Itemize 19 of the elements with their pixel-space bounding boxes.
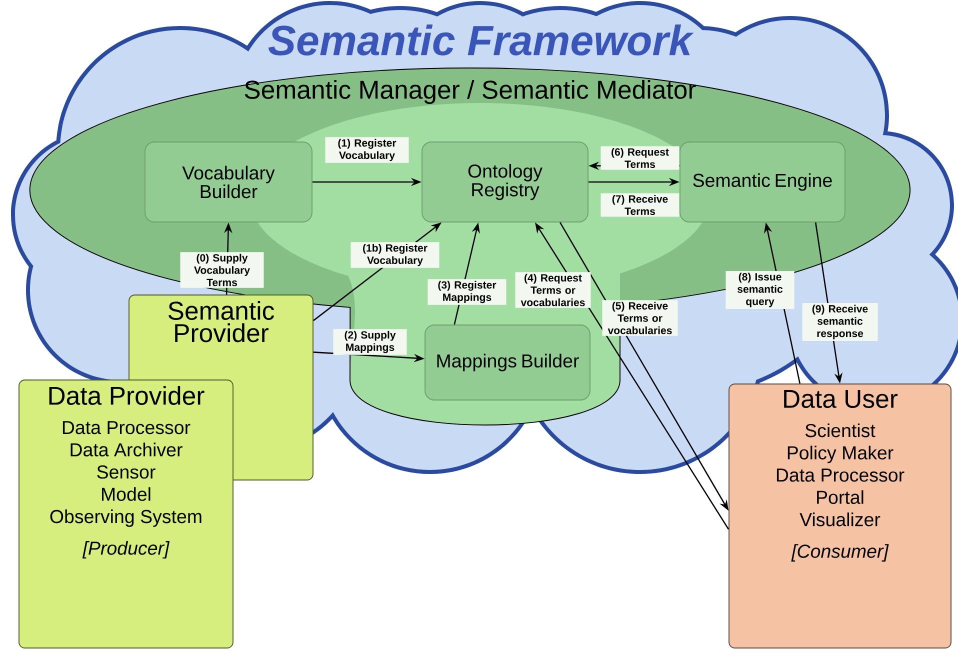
edge-label: (4) Request Terms or vocabularies — [515, 272, 591, 308]
edge-label: (0) Supply Vocabulary Terms — [180, 252, 264, 288]
process-box: Mappings Builder — [424, 324, 590, 400]
actor-box: Data User Scientist Policy Maker Data Processor Portal Visualizer [Consumer] — [728, 384, 952, 648]
process-box: Semantic Engine — [680, 142, 846, 222]
edge-label: (6) Request Terms — [600, 146, 680, 170]
edge-label: (1) Register Vocabulary — [325, 137, 409, 163]
diagram-title: Semantic Framework — [268, 24, 694, 56]
edge-label: (1b) Register Vocabulary — [350, 242, 440, 268]
edge-label: (8) Issue semantic query — [726, 271, 794, 309]
edge-label: (2) Supply Mappings — [333, 329, 407, 355]
edge-label: (5) Receive Terms or vocabularies — [602, 300, 678, 336]
edge-label: (3) Register Mappings — [428, 279, 506, 305]
actor-box: Data Provider Data Processor Data Archiver Sensor Model Observing System [Producer] — [18, 380, 234, 648]
process-box: Ontology Registry — [422, 142, 588, 222]
area-heading: Semantic Manager / Semantic Mediator — [244, 80, 696, 104]
edge-label: (7) Receive Terms — [600, 193, 680, 217]
process-box: Vocabulary Builder — [144, 142, 312, 222]
edge-label: (9) Receive semantic response — [802, 303, 878, 341]
